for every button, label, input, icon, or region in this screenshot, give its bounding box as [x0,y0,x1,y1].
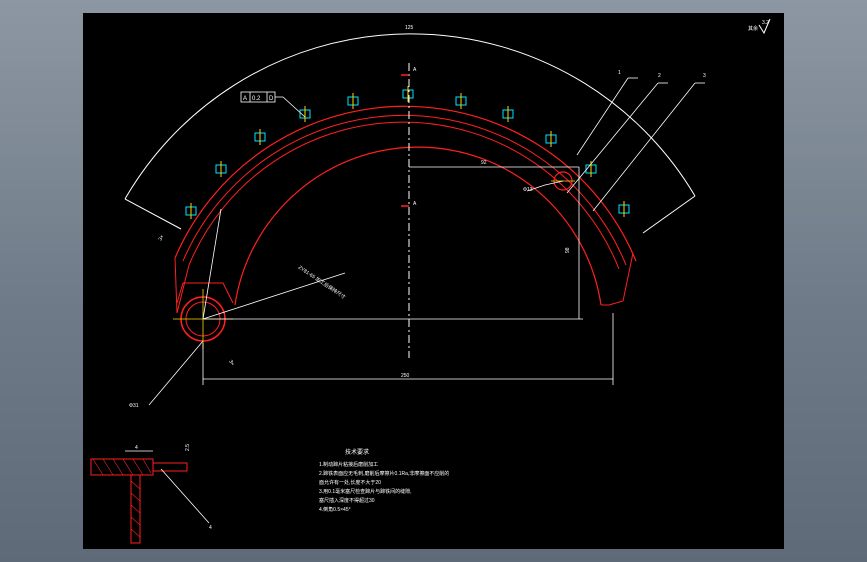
rivet-5 [347,93,359,109]
roughness-prefix: 其余 [748,25,758,32]
section-label-top: A [413,67,417,73]
svg-text:1: 1 [618,70,621,76]
svg-text:4: 4 [135,445,138,451]
svg-text:3: 3 [703,73,706,79]
roughness-symbol: 125 其余 3.2 [83,13,771,35]
svg-text:4.倒角0.5×45°: 4.倒角0.5×45° [319,506,351,513]
svg-text:3×: 3× [158,234,166,242]
svg-text:Φ31: Φ31 [129,403,139,409]
svg-text:A: A [243,96,247,102]
svg-text:2: 2 [658,73,661,79]
rivet-6 [402,86,414,102]
svg-text:塞尺插入深度不得超过30: 塞尺插入深度不得超过30 [319,497,375,504]
dim-chamfer: 3× [158,234,166,242]
svg-text:D: D [269,96,274,102]
svg-text:ZY81-65 加工后保持尺寸: ZY81-65 加工后保持尺寸 [297,264,347,301]
svg-text:Φ13: Φ13 [523,187,533,193]
leader-3: 3 [592,73,706,212]
tolerance-frame: A 0.2 D [240,91,306,118]
section-label-mid: A [413,201,417,207]
svg-text:250: 250 [401,373,410,379]
rivet-1 [185,203,197,219]
svg-text:2.蹄铁表面应无毛刺,磨削后摩擦片0.1Ra,非摩擦面不应削: 2.蹄铁表面应无毛刺,磨削后摩擦片0.1Ra,非摩擦面不应削的 [319,470,449,477]
svg-text:1.制动蹄片粘接后磨削加工: 1.制动蹄片粘接后磨削加工 [319,461,378,468]
svg-text:3×: 3× [227,359,235,367]
notes-title: 技术要求 [345,448,369,456]
svg-text:4: 4 [209,525,212,531]
dim-hole-small: Φ13 [523,180,564,193]
svg-text:98: 98 [565,247,571,253]
technical-notes: 技术要求 1.制动蹄片粘接后磨削加工 2.蹄铁表面应无毛刺,磨削后摩擦片0.1R… [319,448,449,513]
cad-drawing: 125 125 其余 3.2 A A A 0.2 D [83,13,771,544]
rivet-9 [545,131,557,147]
shoe-inner-arc [234,146,602,306]
shoe-web-arc [188,121,620,270]
rivet-3 [254,129,266,145]
rivet-4 [299,106,311,122]
shoe-end-left [174,257,190,314]
lining-outer-arc [174,105,637,262]
svg-text:0.2: 0.2 [252,96,261,102]
svg-text:125: 125 [83,13,85,14]
dim-ext-right [642,195,696,234]
dim-92: 92 [409,160,579,168]
svg-text:3.用0.1毫米塞尺检查蹄片与蹄铁间的缝隙,: 3.用0.1毫米塞尺检查蹄片与蹄铁间的缝隙, [319,488,412,495]
svg-text:92: 92 [481,160,487,166]
rivet-group [185,86,630,219]
rivet-2 [215,161,227,177]
svg-text:2.5: 2.5 [185,444,191,451]
dim-98: 98 [203,167,583,320]
leader-2: 2 [566,73,668,194]
svg-text:面允许有一处,长度不大于20: 面允许有一处,长度不大于20 [319,479,381,486]
drawing-canvas: 125 125 其余 3.2 A A A 0.2 D [83,13,784,549]
dim-ext-left [124,198,182,230]
dim-radius-callout: ZY81-65 加工后保持尺寸 [202,208,347,320]
rivet-11 [618,201,630,217]
dim-hole-large: Φ31 3× [129,340,235,409]
shoe-end-right [601,252,634,306]
rivet-8 [502,106,514,122]
lining-inner-arc [182,114,627,266]
section-detail: 4 2.5 4 [90,444,212,544]
roughness-value: 3.2 [762,20,769,26]
rivet-7 [455,93,467,109]
dim-250: 250 [202,313,614,385]
arc-radius-label: 125 [405,25,414,31]
leader-1: 1 [576,70,638,156]
outer-dimension-arc [124,33,696,200]
